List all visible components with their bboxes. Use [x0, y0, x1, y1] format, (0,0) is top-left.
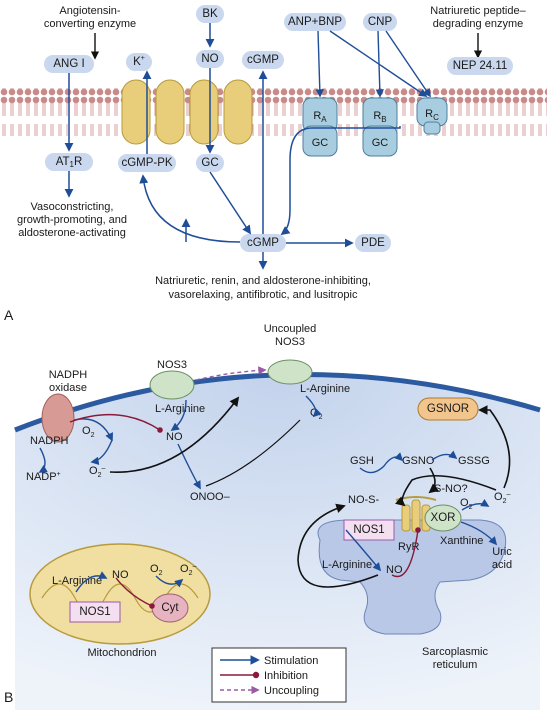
gc-a-label: GC — [312, 137, 329, 149]
l-arginine-uncoupled: L-Arginine — [300, 383, 350, 395]
o2-minus-right: O2– — [494, 491, 510, 505]
panel-label-a: A — [4, 307, 14, 323]
uncoupled-label-2: NOS3 — [275, 336, 305, 348]
no-s-label: NO-S- — [348, 494, 380, 506]
nadph-label: NADPH — [30, 435, 69, 447]
cgmp-mid-pill: cGMP — [247, 237, 279, 249]
ace-label-1: Angiotensin- — [59, 5, 120, 17]
left-effects-1: Vasoconstricting, — [31, 201, 114, 213]
bottom-effects-2: vasorelaxing, antifibrotic, and lusitrop… — [169, 289, 358, 301]
gsh-label: GSH — [350, 455, 374, 467]
ang1-pill: ANG I — [53, 58, 84, 70]
cell-membrane — [0, 88, 547, 136]
sr-label-2: reticulum — [433, 659, 478, 671]
nos1-mito-box — [69, 601, 121, 623]
gsnor-box — [417, 397, 479, 421]
bk-pill: BK — [202, 8, 218, 20]
nadp-label: NADP+ — [26, 471, 61, 483]
bottom-effects-1: Natriuretic, renin, and aldosterone-inhi… — [155, 275, 371, 287]
uric-label-1: Uric — [492, 546, 512, 558]
onoo-label: ONOO– — [190, 491, 231, 503]
nos1-box — [343, 519, 395, 541]
cgmp-top-pill: cGMP — [247, 54, 279, 66]
no-pill-a: NO — [201, 53, 218, 65]
gc-b-label: GC — [372, 137, 389, 149]
uncoupled-label-1: Uncoupled — [264, 323, 317, 335]
xor-label: XOR — [431, 512, 456, 524]
mitochondrion — [29, 543, 211, 645]
at1r-pill: AT1R — [56, 156, 83, 169]
anp-bnp-pill: ANP+BNP — [288, 16, 342, 28]
o2-minus-left: O2– — [89, 465, 105, 479]
pde-pill: PDE — [361, 237, 385, 249]
sarcoplasmic-reticulum — [317, 519, 507, 635]
legend-stimulation: Stimulation — [264, 655, 318, 667]
cyt-label: Cyt — [161, 602, 179, 614]
nos3-icon — [149, 370, 195, 400]
nep-pill: NEP 24.11 — [453, 60, 508, 72]
receptor-ra: RA GC — [302, 97, 338, 157]
panel-a: RA GC RB GC RC Angiotensin- converting e… — [0, 5, 547, 323]
no-mito: NO — [112, 569, 129, 581]
npde-label-1: Natriuretic peptide– — [430, 5, 526, 17]
receptor-rc: RC — [416, 97, 448, 135]
nadph-oxidase-label-1: NADPH — [49, 369, 88, 381]
gc-pill: GC — [201, 157, 218, 169]
o2-minus-mito: O2– — [180, 563, 196, 577]
nadph-oxidase-icon — [41, 393, 75, 443]
gssg-label: GSSG — [458, 455, 490, 467]
mito-label: Mitochondrion — [87, 647, 156, 659]
receptor-rb: RB GC — [362, 97, 398, 157]
cnp-pill: CNP — [368, 16, 393, 28]
legend-inhibition: Inhibition — [264, 670, 308, 682]
no-sr: NO — [386, 564, 403, 576]
potassium-channel — [121, 79, 253, 145]
left-effects-2: growth-promoting, and — [17, 214, 127, 226]
npde-label-2: degrading enzyme — [433, 18, 524, 30]
s-no-label: S-NO? — [434, 483, 468, 495]
gsno-label: GSNO — [402, 455, 435, 467]
gsnor-label: GSNOR — [427, 403, 469, 415]
nadph-oxidase-label-2: oxidase — [49, 382, 87, 394]
cgmp-pk-pill: cGMP-PK — [121, 157, 172, 169]
xanthine-label: Xanthine — [440, 535, 483, 547]
sr-label-1: Sarcoplasmic — [422, 646, 489, 658]
left-effects-3: aldosterone-activating — [18, 227, 126, 239]
uric-label-2: acid — [492, 559, 512, 571]
ace-label-2: converting enzyme — [44, 18, 136, 30]
legend: Stimulation Inhibition Uncoupling — [211, 647, 347, 703]
nos1-mito-label: NOS1 — [79, 606, 110, 618]
xor-icon — [424, 504, 462, 532]
k-pill: K+ — [133, 55, 145, 68]
no-b1: NO — [166, 431, 183, 443]
panel-b: NADPH oxidase NOS3 Uncoupled NOS3 GSNOR … — [4, 323, 541, 710]
l-arginine-sr: L-Arginine — [322, 559, 372, 571]
legend-uncoupling: Uncoupling — [264, 685, 319, 697]
l-arginine-nos3: L-Arginine — [155, 403, 205, 415]
uncoupled-nos3-icon — [267, 359, 313, 385]
panel-label-b: B — [4, 689, 13, 705]
nos3-label: NOS3 — [157, 359, 187, 371]
nos1-label: NOS1 — [353, 524, 384, 536]
